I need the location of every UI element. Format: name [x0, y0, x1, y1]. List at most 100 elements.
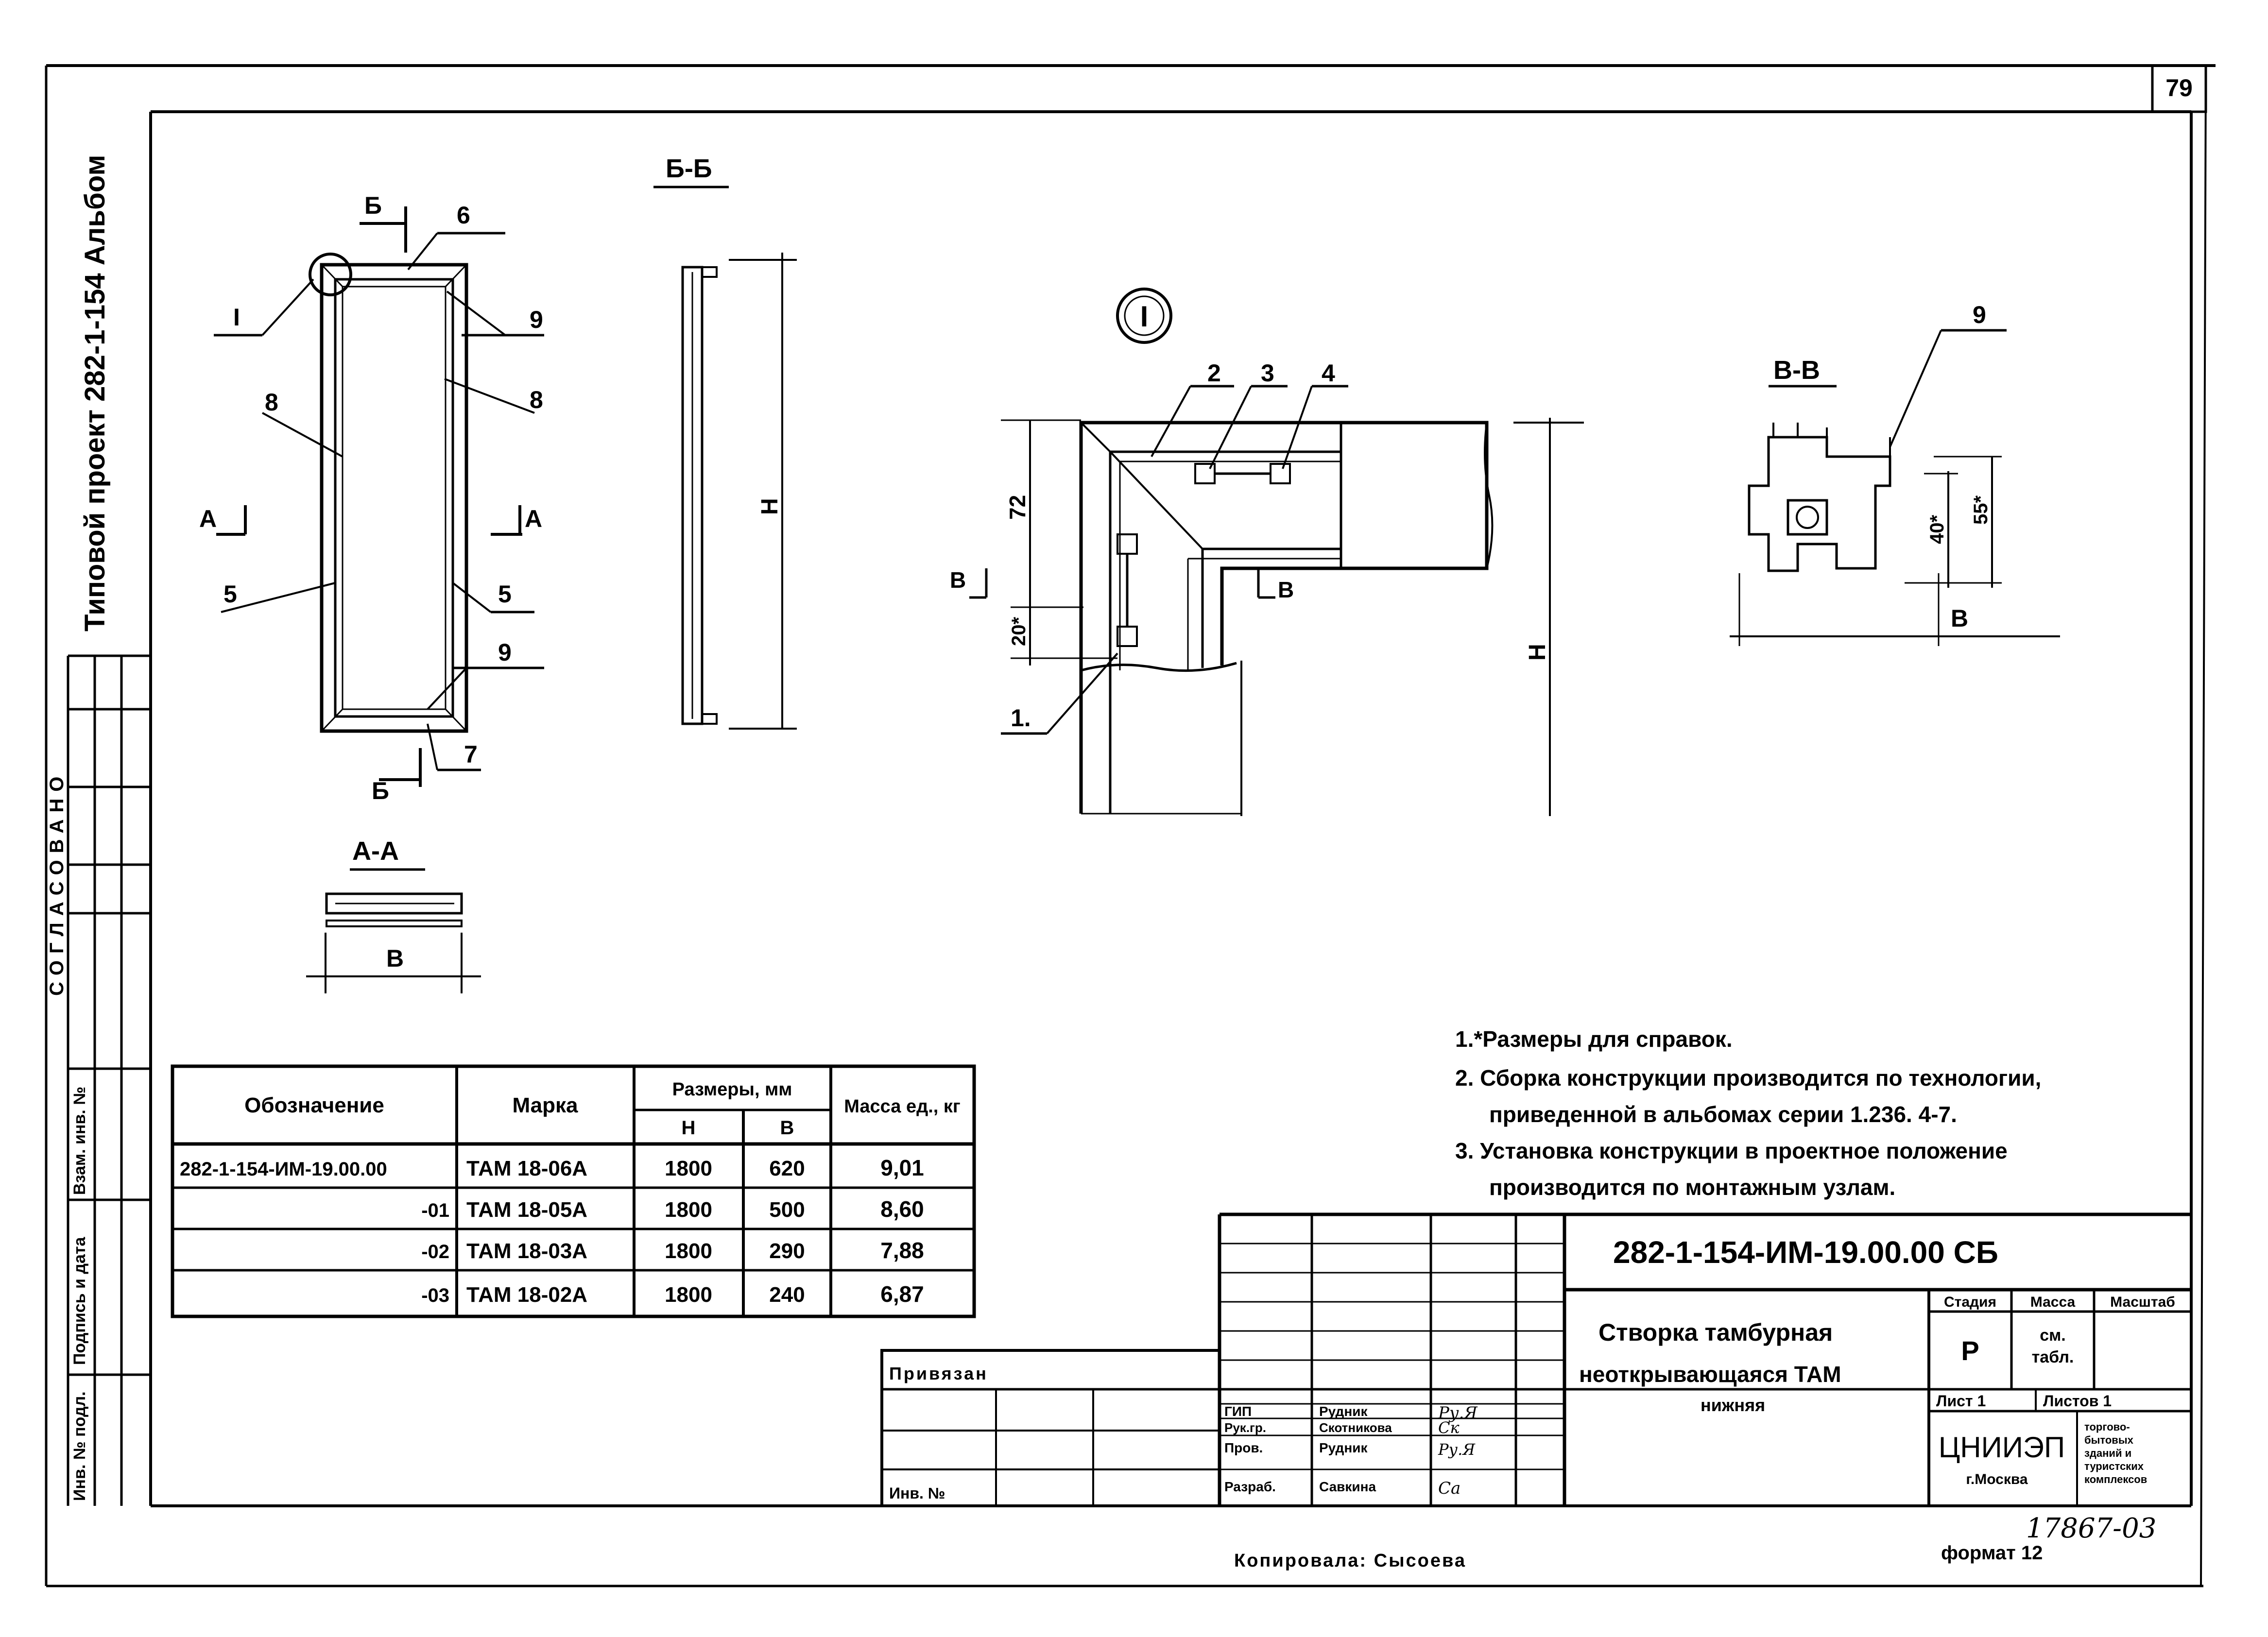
- mass-value-1: см.: [2040, 1326, 2066, 1345]
- role-gip: ГИП: [1224, 1404, 1252, 1419]
- row-designation: -01: [421, 1200, 449, 1221]
- archive-number: 17867-03: [2026, 1513, 2156, 1544]
- privyazan-label: Привязан: [889, 1364, 988, 1383]
- leader-9-top: 9: [530, 306, 543, 333]
- project-stamp-text: Типовой проект 282-1-154 Альбом: [79, 155, 111, 631]
- row-h: 1800: [665, 1239, 712, 1263]
- sheet-number: 79: [2165, 74, 2193, 102]
- node-leader-2: 2: [1207, 359, 1221, 387]
- role-razrab: Разраб.: [1224, 1479, 1276, 1494]
- side-stamp: [67, 654, 151, 1506]
- header-sizes: Размеры, мм: [672, 1079, 792, 1100]
- header-mark: Марка: [512, 1093, 578, 1117]
- node-dim-h: Н: [1525, 644, 1550, 661]
- leader-5-right: 5: [498, 580, 512, 608]
- sign-gip: Ру.Я: [1438, 1403, 1478, 1423]
- org-sub-1: торгово-: [2084, 1421, 2130, 1433]
- agreed-stamp-text: СОГЛАСОВАНО: [46, 770, 68, 996]
- sign-prov: Ру.Я: [1438, 1440, 1476, 1459]
- org-sub-4: туристских: [2084, 1460, 2144, 1472]
- section-vv-labels: В-В 9 40* 55* В: [1773, 301, 1992, 632]
- node-detail-labels: I 2 3 4 1. 72 20* Н В В: [950, 300, 1550, 732]
- drawing-code: 282-1-154-ИМ-19.00.00 СБ: [1613, 1235, 1998, 1270]
- cut-label-a-right: А: [525, 505, 542, 532]
- table-row: -03 ТАМ 18-02А 1800 240 6,87: [421, 1281, 924, 1307]
- leader-6: 6: [457, 202, 470, 229]
- scale-label: Масштаб: [2110, 1294, 2175, 1310]
- name-ruk: Скотникова: [1319, 1420, 1392, 1435]
- node-dim-20: 20*: [1008, 617, 1030, 646]
- table-row: -01 ТАМ 18-05А 1800 500 8,60: [421, 1196, 924, 1222]
- section-aa-dim: В: [386, 945, 404, 972]
- row-mass: 9,01: [880, 1155, 924, 1180]
- section-bb-title: Б-Б: [666, 154, 712, 183]
- drawing-name-3: нижняя: [1701, 1395, 1765, 1415]
- section-vv-dim-b: В: [1951, 605, 1968, 632]
- org-sub-5: комплексов: [2084, 1473, 2147, 1485]
- name-gip: Рудник: [1319, 1404, 1368, 1419]
- node-dim-72: 72: [1005, 495, 1030, 520]
- stage-label: Стадия: [1944, 1294, 1996, 1310]
- row-h: 1800: [665, 1283, 712, 1307]
- notes: 1.*Размеры для справок. 2. Сборка констр…: [1455, 1026, 2041, 1200]
- node-title: I: [1140, 300, 1149, 333]
- row-b: 290: [769, 1239, 805, 1263]
- row-h: 1800: [665, 1198, 712, 1222]
- leader-9-bottom: 9: [498, 639, 512, 666]
- spec-table-grid: [171, 1064, 976, 1318]
- header-h: Н: [682, 1117, 696, 1139]
- header-b: В: [780, 1117, 794, 1139]
- inv-no-label: Инв. №: [889, 1484, 945, 1502]
- inv-podl-text: Инв. № подл.: [70, 1391, 89, 1501]
- row-mark: ТАМ 18-05А: [466, 1198, 587, 1222]
- drawing-name-2: неоткрывающаяся ТАМ: [1579, 1362, 1841, 1387]
- podpis-data-text: Подпись и дата: [70, 1236, 89, 1365]
- table-row: 282-1-154-ИМ-19.00.00 ТАМ 18-06А 1800 62…: [180, 1155, 924, 1180]
- sheets-label: Листов 1: [2043, 1392, 2112, 1410]
- cut-label-a-left: А: [199, 505, 217, 532]
- row-mass: 8,60: [880, 1196, 924, 1222]
- org-city: г.Москва: [1966, 1471, 2027, 1487]
- org-name: ЦНИИЭП: [1939, 1431, 2065, 1464]
- leader-5-left: 5: [223, 580, 237, 608]
- row-mark: ТАМ 18-02А: [466, 1283, 587, 1307]
- row-h: 1800: [665, 1157, 712, 1180]
- note-1: 1.*Размеры для справок.: [1455, 1026, 1733, 1052]
- leader-8-left: 8: [265, 389, 278, 416]
- node-cut-left: В: [950, 567, 966, 593]
- sign-ruk: Ск: [1438, 1418, 1460, 1437]
- note-3-cont: производится по монтажным узлам.: [1489, 1175, 1895, 1200]
- note-3: 3. Установка конструкции в проектное пол…: [1455, 1138, 2008, 1163]
- vzam-inv-text: Взам. инв. №: [70, 1087, 89, 1195]
- section-aa-title: А-А: [352, 836, 399, 866]
- leader-8-right: 8: [530, 386, 543, 413]
- node-detail: [969, 288, 1584, 816]
- section-vv: [1730, 329, 2060, 646]
- format-label: формат 12: [1941, 1542, 2043, 1564]
- section-aa: [306, 868, 481, 993]
- section-bb: [653, 186, 797, 730]
- row-b: 620: [769, 1157, 805, 1180]
- node-leader-1: 1.: [1011, 704, 1031, 732]
- main-view: [214, 206, 544, 787]
- stage-value: Р: [1961, 1335, 1979, 1366]
- section-bb-dim: Н: [757, 498, 783, 515]
- cut-label-b-top: Б: [364, 192, 382, 219]
- row-designation: -03: [421, 1285, 449, 1306]
- row-designation: -02: [421, 1241, 449, 1262]
- row-mark: ТАМ 18-03А: [466, 1239, 587, 1263]
- note-2-cont: приведенной в альбомах серии 1.236. 4-7.: [1489, 1102, 1957, 1127]
- role-ruk: Рук.гр.: [1224, 1420, 1266, 1435]
- org-sub-3: зданий и: [2084, 1447, 2131, 1459]
- section-vv-dim-55: 55*: [1970, 495, 1992, 525]
- sheet-label: Лист 1: [1936, 1392, 1986, 1410]
- sign-razrab: Са: [1438, 1479, 1460, 1498]
- section-vv-title: В-В: [1773, 356, 1820, 385]
- spec-table: Обозначение Марка Размеры, мм Н В Масса …: [180, 1079, 961, 1307]
- name-prov: Рудник: [1319, 1440, 1368, 1455]
- cut-label-b-bottom: Б: [372, 777, 389, 804]
- row-mark: ТАМ 18-06А: [466, 1157, 587, 1180]
- row-mass: 7,88: [880, 1238, 924, 1263]
- row-mass: 6,87: [880, 1281, 924, 1307]
